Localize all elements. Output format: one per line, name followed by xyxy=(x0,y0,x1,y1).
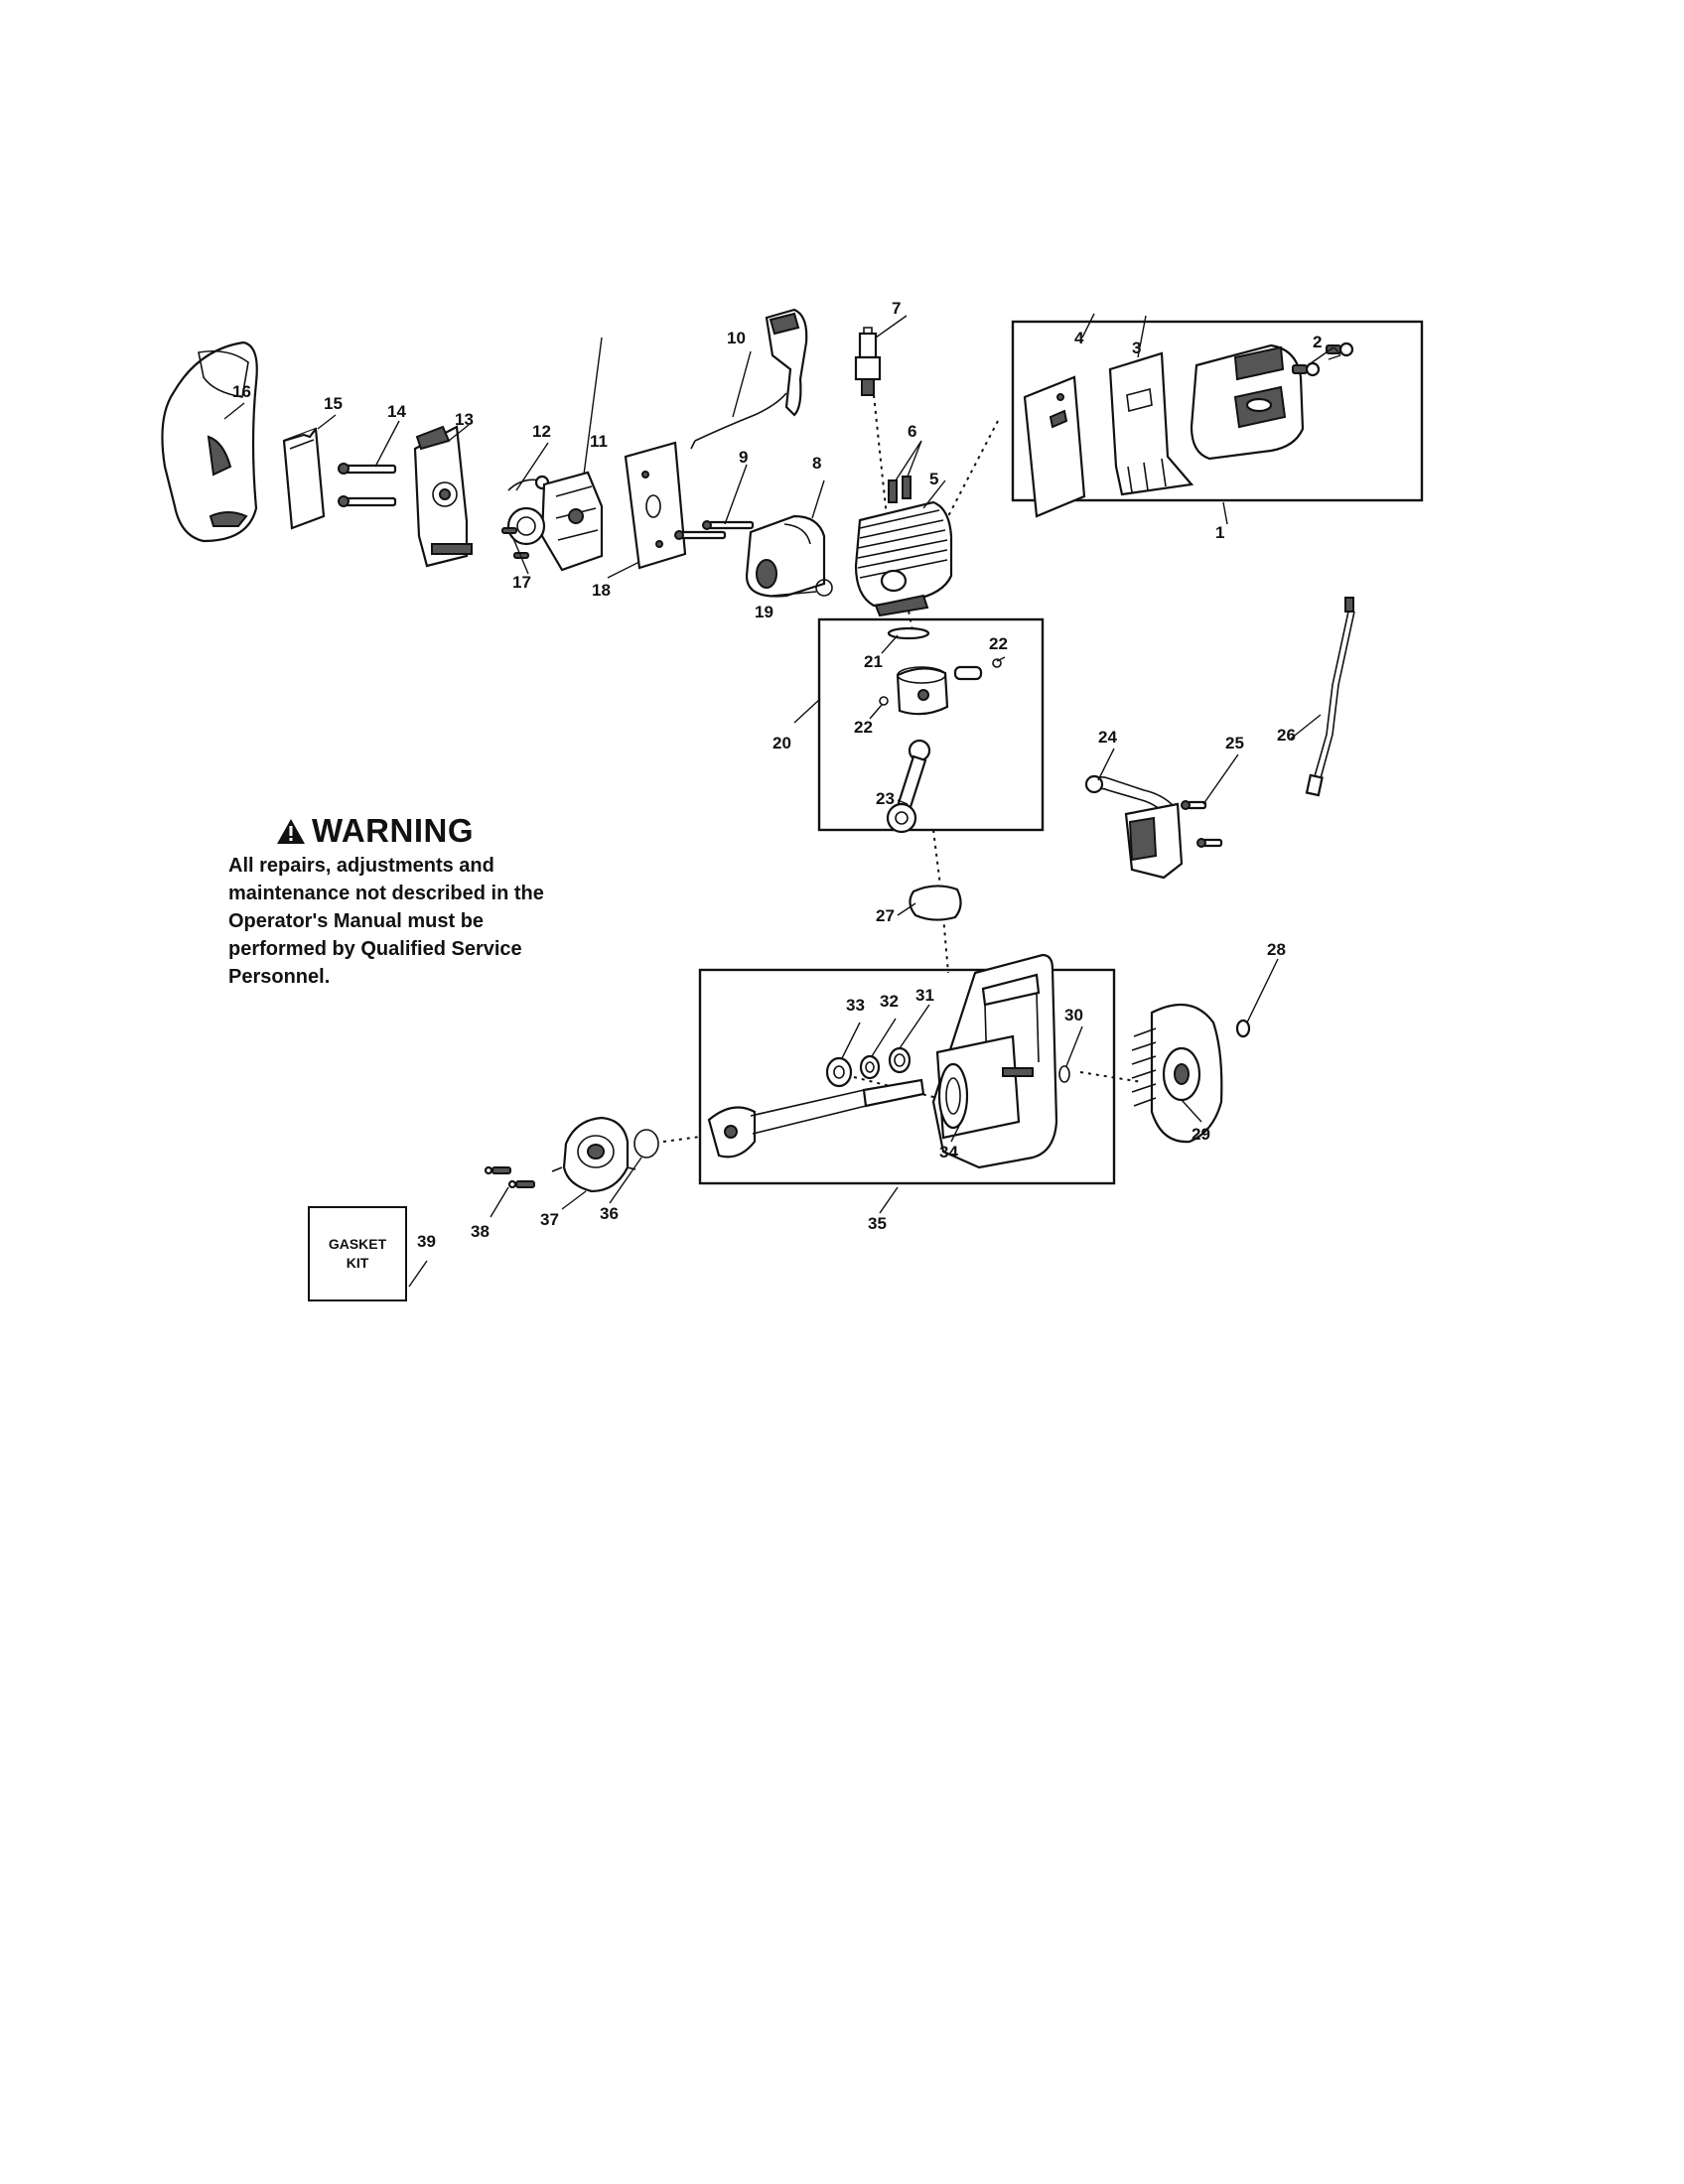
warning-notice: WARNING All repairs, adjustments and mai… xyxy=(228,812,586,991)
label-part-2: 2 xyxy=(1313,333,1322,351)
label-part-24: 24 xyxy=(1098,728,1117,747)
warning-triangle-icon xyxy=(277,818,305,844)
label-part-23: 23 xyxy=(876,789,895,808)
piston-ring xyxy=(887,626,930,640)
label-part-36: 36 xyxy=(600,1204,619,1223)
long-screws xyxy=(338,463,397,507)
crankcase-washer xyxy=(888,1046,912,1074)
label-part-22b: 22 xyxy=(854,718,873,737)
label-part-37: 37 xyxy=(540,1210,559,1229)
label-part-34: 34 xyxy=(939,1143,958,1161)
label-part-32: 32 xyxy=(880,992,899,1011)
ignition-module-screws xyxy=(1181,800,1223,848)
air-filter-element xyxy=(282,427,326,530)
spark-plug xyxy=(854,327,882,396)
piston-pin-clip-1 xyxy=(992,658,1002,668)
label-part-27: 27 xyxy=(876,906,895,925)
crankcase-seal xyxy=(825,1056,853,1088)
label-part-9: 9 xyxy=(739,448,748,467)
spark-plug-wire xyxy=(1305,597,1355,797)
crankcase-cover xyxy=(551,1116,636,1193)
label-part-29: 29 xyxy=(1192,1125,1210,1144)
warning-title: WARNING xyxy=(312,812,474,849)
gasket-kit-box: GASKET KIT xyxy=(308,1206,407,1301)
cylinder xyxy=(854,500,953,617)
assembly-line-flywheel xyxy=(1079,1071,1143,1083)
piston-pin-clip-2 xyxy=(879,696,889,706)
label-part-10: 10 xyxy=(727,329,746,347)
piston-pin xyxy=(953,665,983,681)
carburetor-screws xyxy=(501,527,529,559)
ignition-module xyxy=(1084,774,1184,880)
carburetor-gasket xyxy=(624,441,687,570)
label-part-6: 6 xyxy=(908,422,916,441)
label-part-18: 18 xyxy=(592,581,611,600)
label-part-20: 20 xyxy=(772,734,791,752)
warning-title-row: WARNING xyxy=(276,812,586,850)
label-part-31: 31 xyxy=(915,986,934,1005)
label-part-28: 28 xyxy=(1267,940,1286,959)
crankcase-cover-gasket xyxy=(633,1129,659,1159)
clip xyxy=(815,579,833,597)
connecting-rod xyxy=(886,739,931,834)
label-part-38: 38 xyxy=(471,1222,490,1241)
muffler-gasket xyxy=(1108,351,1194,496)
muffler-group-box xyxy=(1011,320,1424,502)
label-part-15: 15 xyxy=(324,394,343,413)
label-part-7: 7 xyxy=(892,299,901,318)
label-part-13: 13 xyxy=(455,410,474,429)
cover-screws xyxy=(484,1165,535,1189)
label-part-16: 16 xyxy=(232,382,251,401)
label-part-33: 33 xyxy=(846,996,865,1015)
label-part-39: 39 xyxy=(417,1232,436,1251)
muffler xyxy=(1190,343,1305,461)
air-filter-cover xyxy=(161,341,258,543)
cylinder-screws xyxy=(888,476,912,503)
label-part-22a: 22 xyxy=(989,634,1008,653)
label-part-17: 17 xyxy=(512,573,531,592)
label-part-3: 3 xyxy=(1132,339,1141,357)
cylinder-gasket xyxy=(909,885,962,921)
label-part-26: 26 xyxy=(1277,726,1296,745)
assembly-line-sparkplug xyxy=(873,394,889,527)
label-part-21: 21 xyxy=(864,652,883,671)
assembly-line-crank-seals xyxy=(853,1076,954,1103)
leader-lines xyxy=(223,313,1341,1288)
piston-group-box xyxy=(817,617,1045,832)
crankcase xyxy=(931,953,1058,1169)
part-number-labels: 1 2 3 4 5 6 7 8 9 10 11 12 13 14 15 16 1… xyxy=(232,299,1322,1251)
label-part-25: 25 xyxy=(1225,734,1244,752)
label-part-19: 19 xyxy=(755,603,773,621)
assembly-line-crankshaft xyxy=(662,1136,701,1143)
air-filter-base xyxy=(413,425,473,568)
label-part-30: 30 xyxy=(1064,1006,1083,1024)
crankcase-bearing xyxy=(859,1054,881,1080)
label-part-8: 8 xyxy=(812,454,821,473)
throttle-bracket xyxy=(765,308,808,417)
crankcase-oring xyxy=(1058,1065,1070,1083)
ignition-screws xyxy=(674,520,755,540)
flywheel xyxy=(1131,1003,1223,1144)
crankshaft xyxy=(707,1078,925,1159)
flywheel-nut xyxy=(1235,1019,1251,1038)
label-part-35: 35 xyxy=(868,1214,887,1233)
muffler-screws xyxy=(1292,341,1354,377)
label-part-4: 4 xyxy=(1074,329,1084,347)
label-part-1: 1 xyxy=(1215,523,1224,542)
warning-body: All repairs, adjustments and maintenance… xyxy=(228,855,544,988)
label-part-14: 14 xyxy=(387,402,406,421)
label-part-12: 12 xyxy=(532,422,551,441)
intake-manifold xyxy=(745,514,826,598)
assembly-line-muffler xyxy=(947,420,999,517)
muffler-heat-shield xyxy=(1023,375,1086,518)
label-part-5: 5 xyxy=(929,470,938,488)
carburetor xyxy=(506,471,604,572)
label-part-11: 11 xyxy=(590,432,608,451)
throttle-rod xyxy=(690,392,787,450)
piston xyxy=(896,666,949,716)
